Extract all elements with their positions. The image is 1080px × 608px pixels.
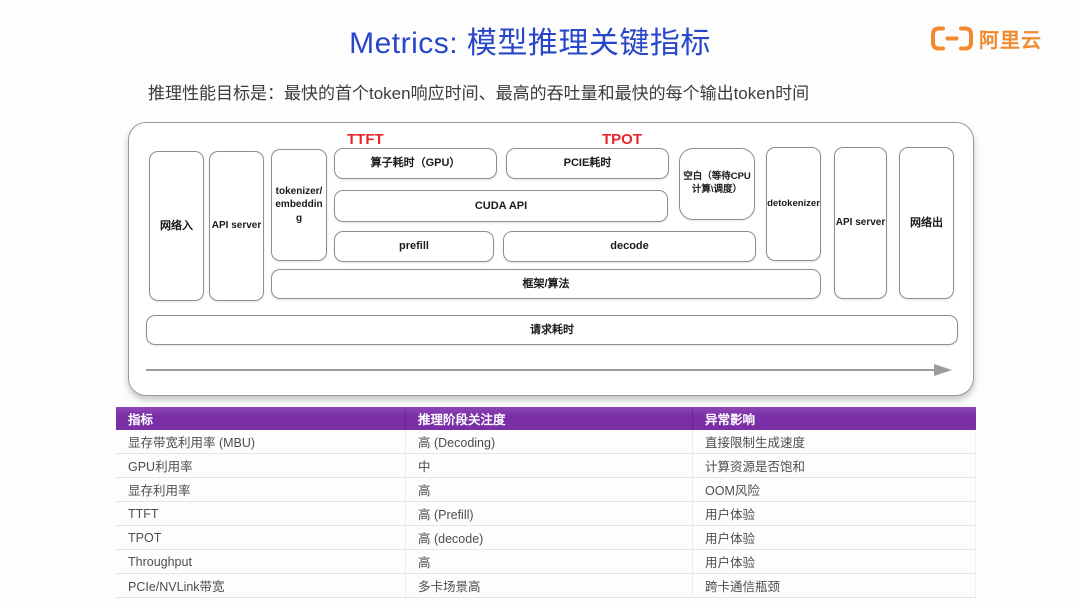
table-row: GPU利用率 中 计算资源是否饱和 — [116, 454, 976, 478]
table-row: TTFT 高 (Prefill) 用户体验 — [116, 502, 976, 526]
table-cell: 高 (Decoding) — [405, 430, 692, 453]
tpot-label: TPOT — [602, 131, 642, 148]
box-api-server-in: API server — [209, 151, 264, 301]
table-cell: GPU利用率 — [128, 460, 193, 474]
box-pcie-time: PCIE耗时 — [506, 148, 669, 179]
page-title: Metrics: 模型推理关键指标 — [349, 27, 711, 60]
box-gpu-op-time: 算子耗时（GPU） — [334, 148, 497, 179]
table-cell: 用户体验 — [692, 550, 976, 573]
table-cell: Throughput — [128, 554, 192, 569]
timeline-arrow-icon — [146, 364, 952, 376]
table-cell: 计算资源是否饱和 — [692, 454, 976, 477]
table-cell: 高 — [405, 478, 692, 501]
table-cell: 跨卡通信瓶颈 — [692, 574, 976, 597]
subtitle: 推理性能目标是：最快的首个token响应时间、最高的吞吐量和最快的每个输出tok… — [148, 84, 810, 103]
table-cell: 显存利用率 — [128, 484, 191, 498]
box-idle-wait-cpu: 空白（等待CPU计算\调度） — [679, 148, 755, 220]
table-cell: OOM风险 — [692, 478, 976, 501]
table-cell: TPOT — [128, 530, 162, 545]
box-decode: decode — [503, 231, 756, 262]
ttft-label: TTFT — [347, 131, 384, 148]
box-network-out: 网络出 — [899, 147, 954, 299]
table-cell: 显存带宽利用率 (MBU) — [128, 436, 256, 450]
table-cell: 用户体验 — [692, 526, 976, 549]
table-header-impact: 异常影响 — [692, 407, 976, 430]
table-row: 显存带宽利用率 (MBU) 高 (Decoding) 直接限制生成速度 — [116, 430, 976, 454]
box-framework-algorithm: 框架/算法 — [271, 269, 821, 299]
table-header-metric: 指标 — [128, 413, 154, 427]
table-row: 显存利用率 高 OOM风险 — [116, 478, 976, 502]
box-network-in: 网络入 — [149, 151, 204, 301]
box-request-time: 请求耗时 — [146, 315, 958, 345]
box-detokenizer: detokenizer — [766, 147, 821, 261]
table-header-attention: 推理阶段关注度 — [405, 407, 692, 430]
table-cell: 中 — [405, 454, 692, 477]
table-cell: 高 (Prefill) — [405, 502, 692, 525]
table-cell: PCIe/NVLink带宽 — [128, 580, 225, 594]
box-api-server-out: API server — [834, 147, 887, 299]
table-cell: 高 — [405, 550, 692, 573]
table-row: TPOT 高 (decode) 用户体验 — [116, 526, 976, 550]
inference-pipeline-diagram: TTFT TPOT 网络入 API server tokenizer/embed… — [128, 122, 974, 396]
table-cell: 多卡场景高 — [405, 574, 692, 597]
table-cell: 高 (decode) — [405, 526, 692, 549]
brand-logo-text: 阿里云 — [979, 30, 1042, 52]
alibaba-cloud-icon — [931, 26, 973, 51]
box-cuda-api: CUDA API — [334, 190, 668, 222]
box-prefill: prefill — [334, 231, 494, 262]
table-header-row: 指标 推理阶段关注度 异常影响 — [116, 407, 976, 430]
metrics-table: 指标 推理阶段关注度 异常影响 显存带宽利用率 (MBU) 高 (Decodin… — [116, 407, 976, 598]
table-cell: TTFT — [128, 506, 159, 521]
box-tokenizer-embedding: tokenizer/embedding — [271, 149, 327, 261]
brand-logo: 阿里云 — [930, 24, 1042, 53]
table-cell: 用户体验 — [692, 502, 976, 525]
table-row: Throughput 高 用户体验 — [116, 550, 976, 574]
table-row: PCIe/NVLink带宽 多卡场景高 跨卡通信瓶颈 — [116, 574, 976, 598]
table-cell: 直接限制生成速度 — [692, 430, 976, 453]
